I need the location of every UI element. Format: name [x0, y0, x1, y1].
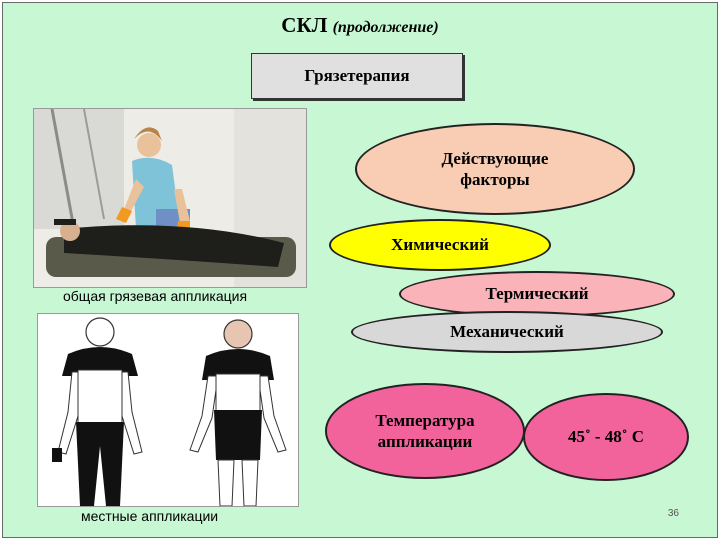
temperature-range-ellipse: 45˚ - 48˚ С [523, 393, 689, 481]
title-sub: (продолжение) [332, 19, 439, 36]
thermal-ellipse: Термический [399, 271, 675, 317]
local-applications-drawing [37, 313, 299, 507]
drawing-caption: местные аппликации [81, 508, 219, 524]
chemical-ellipse: Химический [329, 219, 551, 271]
mud-application-photo [33, 108, 307, 288]
acting-factors-ellipse: Действующие факторы [355, 123, 635, 215]
title-main: СКЛ [281, 13, 328, 37]
mechanical-ellipse: Механический [351, 311, 663, 353]
factors-line-2: факторы [460, 170, 530, 189]
slide-title: СКЛ (продолжение) [3, 13, 717, 38]
mud-therapy-box: Грязетерапия [251, 53, 463, 99]
temperature-line-1: Температура [375, 411, 475, 430]
temperature-ellipse: Температура аппликации [325, 383, 525, 479]
page-number: 36 [667, 508, 679, 519]
factors-line-1: Действующие [441, 149, 549, 168]
temperature-line-2: аппликации [377, 432, 473, 451]
photo-caption: общая грязевая аппликация [63, 288, 248, 304]
